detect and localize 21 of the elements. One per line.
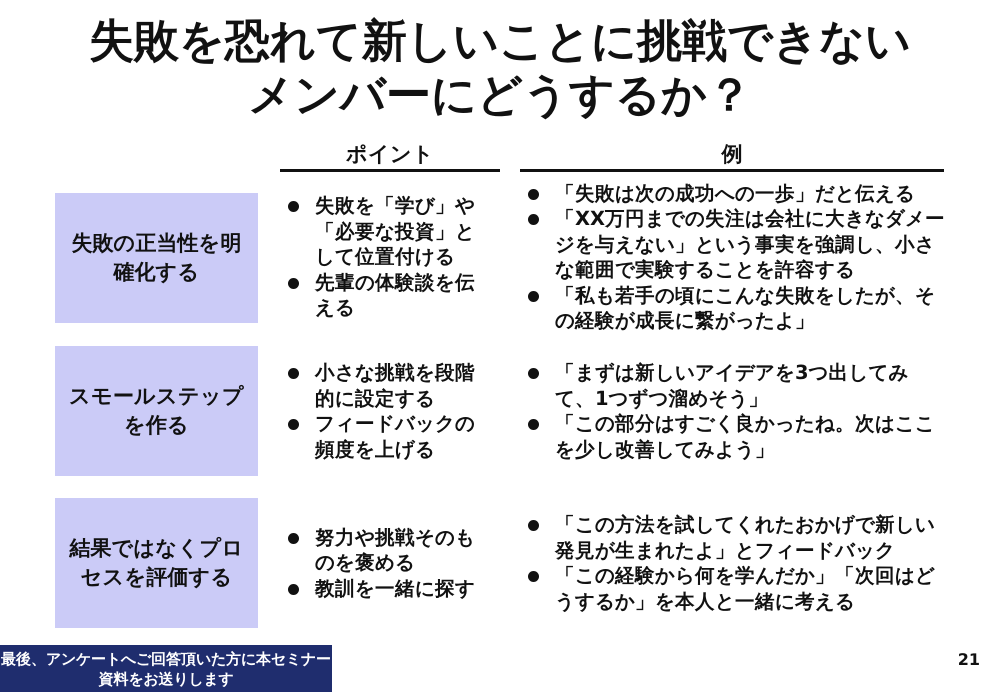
footer-banner: 最後、アンケートへご回答頂いた方に本セミナー資料をお送りします: [0, 645, 332, 692]
page-number: 21: [958, 650, 980, 669]
bullet-text: 「この部分はすごく良かったね。次はここを少し改善してみよう」: [555, 411, 936, 462]
bullet-text: 「XX万円までの失注は会社に大きなダメージを与えない」という事実を強調し、小さな範囲で実験することを許容する: [555, 206, 946, 282]
bullet-text: 失敗を「学び」や「必要な投資」として位置付ける: [315, 193, 476, 270]
bullet-text: 「失敗は次の成功への一歩」だと伝える: [555, 180, 915, 206]
column-header: ポイント: [345, 141, 435, 168]
category-box: スモールステップを作る: [55, 346, 258, 476]
bullet-text: 「この経験から何を学んだか」「次回はどうするか」を本人と一緒に考える: [555, 563, 936, 614]
bullet-text: 「この方法を試してくれたおかげで新しい発見が生まれたよ」とフィードバック: [555, 512, 936, 563]
bullet-text: 「私も若手の頃にこんな失敗をしたが、その経験が成長に繋がったよ」: [555, 282, 936, 334]
bullet-text: 「まずは新しいアイデアを3つ出してみて、1つずつ溜めそう」: [555, 360, 910, 411]
bullet-text: 努力や挑戦そのものを褒める: [315, 524, 476, 576]
column-header: 例: [720, 141, 744, 168]
slide-title: 失敗を恐れて新しいことに挑戦できないメンバーにどうするか？: [88, 14, 912, 122]
bullet-text: フィードバックの頻度を上げる: [315, 411, 476, 462]
category-box: 結果ではなくプロセスを評価する: [55, 498, 258, 628]
bullet-text: 教訓を一緒に探す: [315, 576, 475, 602]
category-box: 失敗の正当性を明確化する: [55, 193, 258, 323]
bullet-text: 小さな挑戦を段階的に設定する: [315, 360, 476, 411]
bullet-text: 先輩の体験談を伝える: [315, 270, 476, 321]
